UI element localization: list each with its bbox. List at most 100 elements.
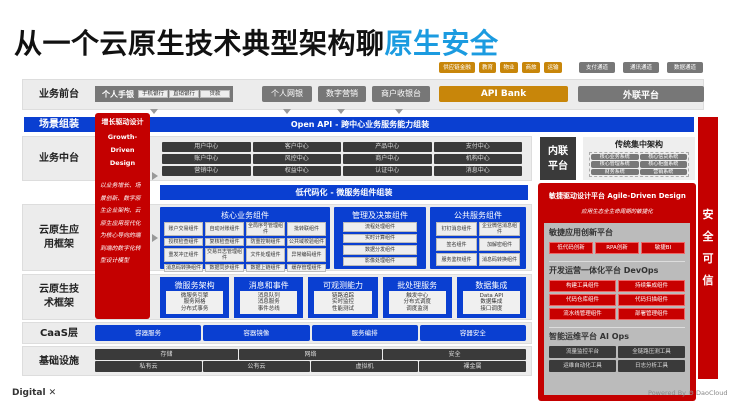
down-arrow-icon (395, 109, 403, 114)
core-component: 授权检查组件 (164, 238, 203, 246)
core-component: 复核检查组件 (205, 238, 244, 246)
core-component: 自动对账组件 (205, 222, 244, 236)
tech-box: 消息和事件消息队列消息服务事件总线 (234, 277, 304, 318)
tech-line: 消息队列 (257, 292, 280, 299)
core-component: 公共域校验组件 (287, 238, 326, 246)
caas-item: 容器服务 (95, 325, 202, 341)
tech-box: 可观测能力链路追踪实时监控性能测试 (308, 277, 378, 318)
page-title: 从一个云原生技术典型架构聊原生安全 (14, 22, 499, 62)
core-component-list: 账户交易组件自动对账组件全局序号管理组件批转联组件授权检查组件复核检查组件防重控… (164, 222, 326, 272)
mgmt-component: 实时计算组件 (343, 233, 417, 243)
infra-item: 公有云 (203, 361, 310, 372)
caas-item-list: 容器服务容器镜像服务编排容器安全 (95, 325, 526, 341)
tech-line: Data API (479, 292, 504, 299)
infra-item-list: 存储网络安全 (95, 349, 526, 360)
open-api-label: Open API - 跨中心业务服务能力组装 (290, 120, 430, 129)
api-tag: 商旅 (522, 62, 540, 73)
tech-line: 触发中心 (406, 292, 429, 299)
center-item: 支付中心 (433, 142, 522, 152)
security-column: 安全可信 (698, 117, 718, 379)
front-item: 商户收银台 (372, 86, 430, 102)
tech-box-lines: 微服务引擎服务网格分布式事务 (166, 291, 224, 314)
caas-label: CaaS层 (39, 327, 79, 339)
mgmt-component-list: 流程处理组件实时计算组件数据分发组件影像处理组件 (343, 222, 417, 266)
front-item-list: 个人网银数字营销商户收银台 (262, 86, 430, 102)
powered-label: Powered By (648, 389, 687, 397)
tech-box-lines: 消息队列消息服务事件总线 (240, 291, 298, 314)
core-component: 数据同步组件 (205, 264, 244, 272)
center-item: 营销中心 (162, 166, 251, 176)
down-arrow-icon (150, 109, 158, 114)
public-component: 签名组件 (436, 238, 477, 251)
devops-item-list: 构建工具组件持续集成组件代码仓库组件代码扫描组件流水线管理组件部署管理组件 (549, 280, 685, 320)
tech-box-title: 消息和事件 (248, 281, 289, 290)
center-item: 消息中心 (433, 166, 522, 176)
devops-item: 代码仓库组件 (549, 294, 616, 306)
vendor-name: DaoCloud (696, 389, 728, 397)
mgmt-component: 流程处理组件 (343, 222, 417, 232)
legacy-system: 核心柜面系统 (639, 161, 687, 168)
legacy-system: 财务系统 (591, 168, 639, 175)
growth-en: Growth-Driven Design (107, 133, 138, 167)
tech-box-title: 数据集成 (475, 281, 508, 290)
infra-item: 裸金属 (419, 361, 526, 372)
center-item: 权益中心 (252, 166, 341, 176)
mobile-label: 个人手银 (102, 89, 134, 99)
mgmt-components: 管理及决策组件 流程处理组件实时计算组件数据分发组件影像处理组件 (334, 207, 426, 269)
external-tag: 数据通道 (667, 62, 703, 73)
app-fw-label: 云原生应用框架 (39, 224, 79, 250)
mobile-group: 个人手银 手机银行直销银行贷款 (95, 86, 233, 102)
devops-item: 部署管理组件 (618, 308, 685, 320)
mobile-sub: 贷款 (200, 90, 230, 98)
tech-box: 微服务架构微服务引擎服务网格分布式事务 (160, 277, 230, 318)
core-component: 缓存管理组件 (287, 264, 326, 272)
external-platform: 外联平台 (578, 86, 704, 102)
tech-line: 链路追踪 (331, 292, 354, 299)
mobile-sub: 直销银行 (169, 90, 199, 98)
innovation-title: 敏捷应用创新平台 (549, 228, 613, 237)
core-component: 重发冲正组件 (164, 248, 203, 262)
core-title: 核心业务组件 (221, 211, 269, 220)
legacy-system: 核心信贷系统 (639, 154, 687, 161)
api-tag: 供应链金融 (439, 62, 475, 73)
innovation-item: 敏捷BI (641, 242, 685, 254)
tech-line: 服务网格 (183, 299, 206, 306)
devops-item: 流水线管理组件 (549, 308, 616, 320)
center-item: 商户中心 (343, 154, 432, 164)
devops-item: 持续集成组件 (618, 280, 685, 292)
growth-desc: 以业务增长、场景创新、数字原生企业架构、云原生应用现代化为核心导向的端到端的数字… (100, 183, 141, 264)
mgmt-component: 数据分发组件 (343, 245, 417, 255)
center-item: 客户中心 (252, 142, 341, 152)
front-label: 业务前台 (39, 89, 79, 100)
center-item: 账户中心 (162, 154, 251, 164)
agile-title: 敏捷驱动设计平台 Agile-Driven Design (549, 192, 686, 200)
tech-line: 数据集成 (480, 299, 503, 306)
core-component: 数据上链组件 (246, 264, 285, 272)
traditional-title: 传统集中架构 (615, 140, 663, 149)
infra-label: 基础设施 (39, 355, 79, 367)
tech-line: 分布式调度 (403, 299, 431, 306)
api-tag-list: 供应链金融教育物业商旅运输 (439, 62, 562, 73)
mgmt-title: 管理及决策组件 (352, 211, 408, 220)
title-highlight: 原生安全 (384, 27, 499, 60)
external-tag: 支付通道 (579, 62, 615, 73)
front-item: 数字营销 (318, 86, 366, 102)
daocloud-logo-icon: ⚙ (688, 389, 694, 397)
center-item: 风控中心 (252, 154, 341, 164)
brand-logo: Digital ✕ (12, 388, 57, 398)
inner-platform: 内联平台 (540, 137, 576, 180)
tech-box-title: 可观测能力 (322, 281, 363, 290)
core-component: 消息码转换组件 (164, 264, 203, 272)
legacy-system-list: 核心业务系统核心信贷系统核心管理系统核心柜面系统财务系统营销系统 (589, 152, 689, 177)
devops-title: 开发运营一体化平台 DevOps (549, 261, 685, 276)
tech-line: 事件总线 (257, 305, 280, 312)
front-item: 个人网银 (262, 86, 312, 102)
public-component: 消息码转换组件 (479, 253, 520, 266)
tech-box-title: 批处理服务 (397, 281, 438, 290)
growth-title: 增长驱动设计 (101, 118, 144, 126)
legacy-system: 营销系统 (639, 168, 687, 175)
public-component: 钉钉消息组件 (436, 222, 477, 236)
lowcode-bar: 低代码化 - 微服务组件组装 (160, 185, 528, 200)
